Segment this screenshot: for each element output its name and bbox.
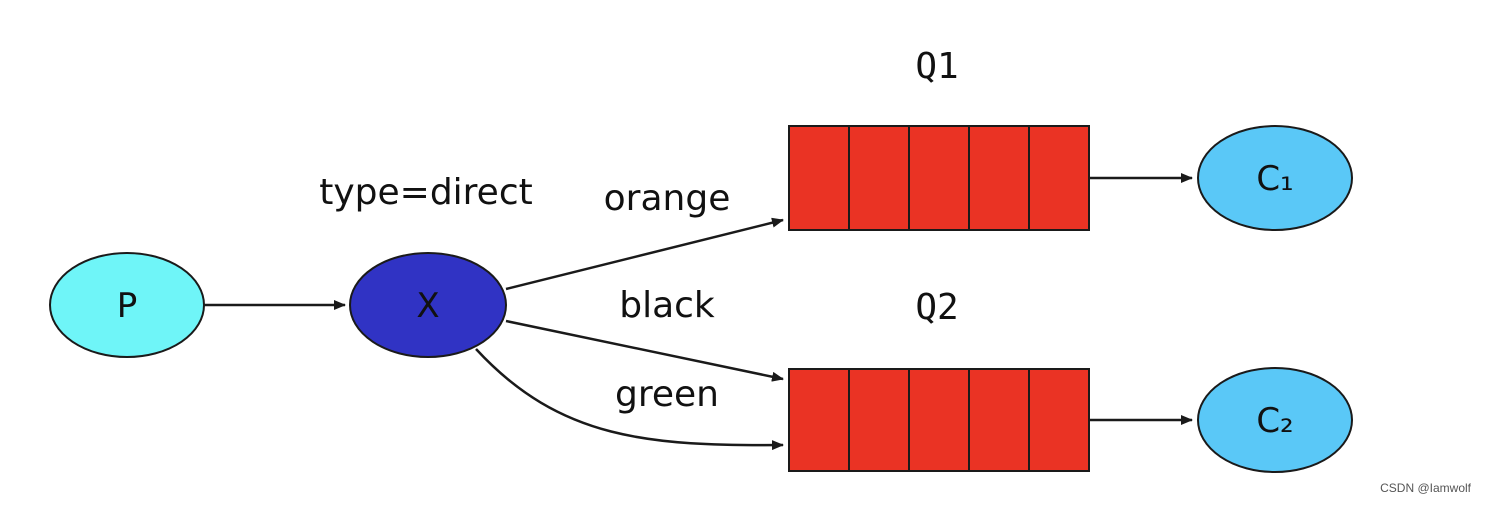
queue-q1 xyxy=(788,125,1090,231)
exchange-label: X xyxy=(416,286,439,326)
consumer-c1-node: C₁ xyxy=(1197,125,1353,231)
queue-q1-label: Q1 xyxy=(915,46,958,87)
edge-x-to-q2-black xyxy=(505,319,784,382)
binding-label-green: green xyxy=(615,374,719,415)
queue-q2 xyxy=(788,368,1090,472)
binding-label-black: black xyxy=(619,285,715,326)
watermark: CSDN @Iamwolf xyxy=(1380,481,1471,495)
exchange-type-label: type=direct xyxy=(319,172,533,213)
consumer-c2-node: C₂ xyxy=(1197,367,1353,473)
edge-x-to-q2-green xyxy=(475,348,784,451)
producer-node: P xyxy=(49,252,205,358)
binding-label-orange: orange xyxy=(604,178,731,219)
exchange-node: X xyxy=(349,252,507,358)
consumer-c2-label: C₂ xyxy=(1256,401,1293,441)
queue-q2-label: Q2 xyxy=(915,287,958,328)
consumer-c1-label: C₁ xyxy=(1256,159,1293,199)
producer-label: P xyxy=(117,286,138,326)
edge-x-to-q1-orange xyxy=(505,217,784,291)
